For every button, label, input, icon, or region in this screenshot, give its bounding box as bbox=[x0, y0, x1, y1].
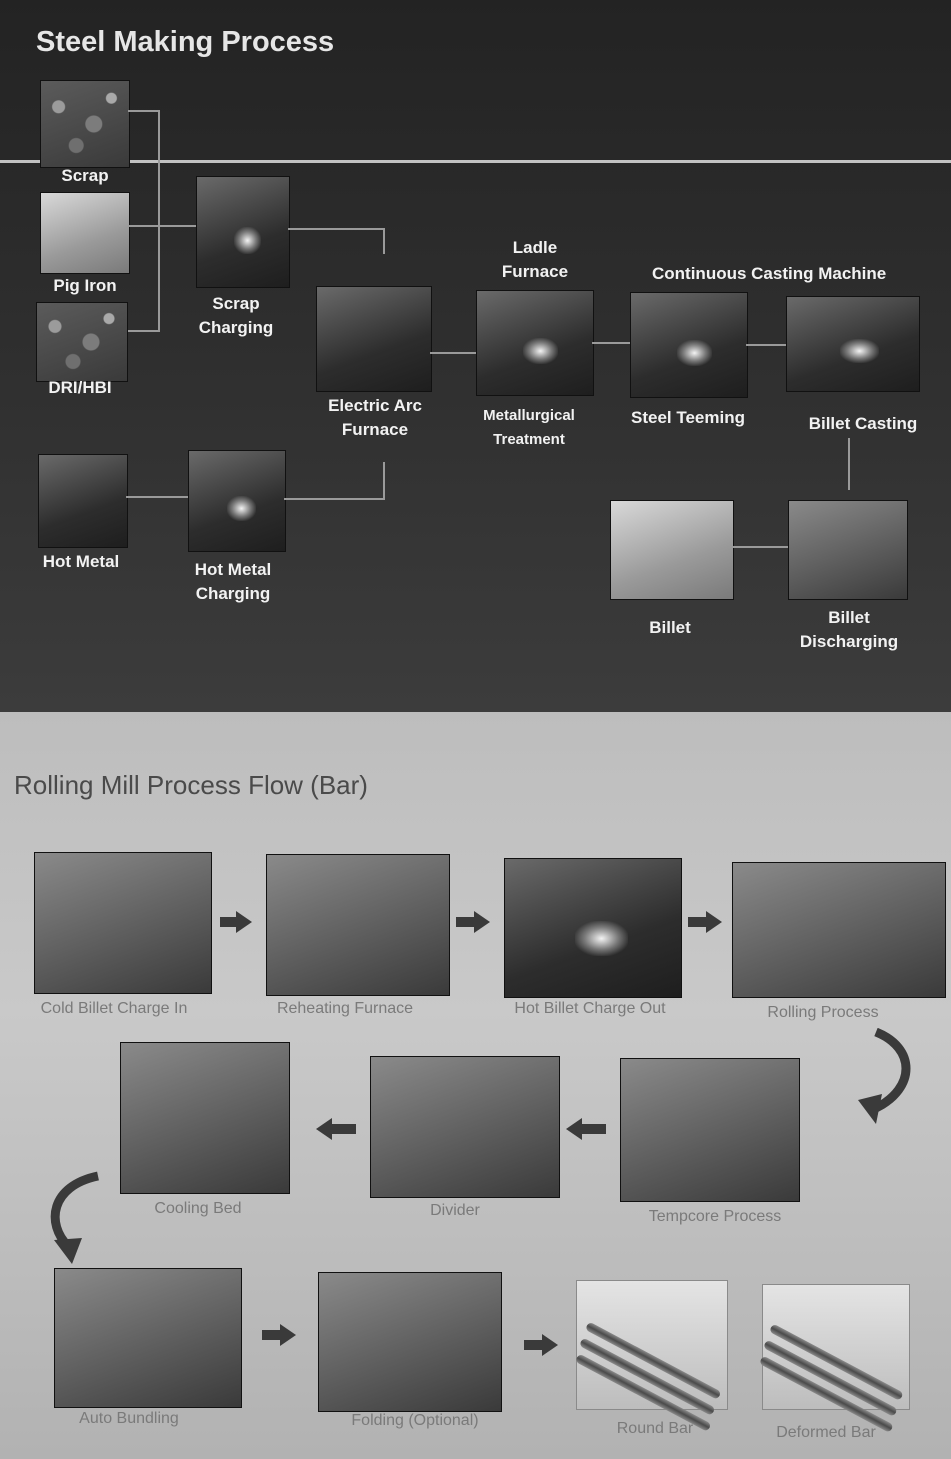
billet-label: Billet bbox=[649, 618, 691, 637]
hot-metal-charging-photo bbox=[188, 450, 286, 552]
arrow-right bbox=[542, 1334, 558, 1356]
arrow-right bbox=[688, 917, 706, 927]
cold-billet-charge-in-photo bbox=[34, 852, 212, 994]
arrow-right bbox=[456, 917, 474, 927]
auto-bundling-photo bbox=[54, 1268, 242, 1408]
pig-iron-label: Pig Iron bbox=[53, 276, 117, 295]
scan-line bbox=[0, 160, 951, 163]
auto-bundling-label: Auto Bundling bbox=[79, 1410, 179, 1427]
curved-arrow-down-icon bbox=[858, 1028, 911, 1124]
hot-billet-charge-out-label: Hot Billet Charge Out bbox=[514, 1000, 666, 1017]
dri-hbi-photo bbox=[36, 302, 128, 382]
reheating-furnace-label: Reheating Furnace bbox=[276, 1000, 414, 1017]
steel-making-title: Steel Making Process bbox=[36, 26, 335, 58]
billet-photo bbox=[610, 500, 734, 600]
cooling-bed-photo bbox=[120, 1042, 290, 1194]
hot-metal-label: Hot Metal bbox=[42, 552, 120, 571]
arrow-right bbox=[220, 917, 236, 927]
scrap-label: Scrap bbox=[61, 166, 109, 185]
continuous-casting-machine-label: Continuous Casting Machine bbox=[652, 264, 887, 283]
connector bbox=[746, 344, 786, 346]
scrap-charging-photo bbox=[196, 176, 290, 288]
electric-arc-furnace-photo bbox=[316, 286, 432, 392]
deformed-bar-label: Deformed Bar bbox=[776, 1424, 876, 1441]
arrow-left bbox=[582, 1124, 606, 1134]
steel-making-panel: Steel Making Process Scrap Pig Iron DRI/… bbox=[0, 0, 951, 712]
round-bar-label: Round Bar bbox=[616, 1420, 694, 1437]
arrow-right bbox=[280, 1324, 296, 1346]
cold-billet-charge-in-label: Cold Billet Charge In bbox=[40, 1000, 188, 1017]
connector bbox=[430, 352, 476, 354]
pig-iron-photo bbox=[40, 192, 130, 274]
arrow-left bbox=[316, 1118, 332, 1140]
connector bbox=[592, 342, 630, 344]
connector bbox=[288, 228, 384, 230]
hot-metal-charging-label: Hot Metal Charging bbox=[194, 560, 272, 603]
ladle-furnace-photo bbox=[476, 290, 594, 396]
arrow-right bbox=[262, 1330, 280, 1340]
divider-photo bbox=[370, 1056, 560, 1198]
metallurgical-treatment-label: Metallurgical Treatment bbox=[483, 407, 575, 448]
rolling-mill-title: Rolling Mill Process Flow (Bar) bbox=[14, 770, 368, 800]
round-bar-photo bbox=[574, 1280, 728, 1432]
bar-rod bbox=[584, 1321, 722, 1400]
arrow-right bbox=[706, 911, 722, 933]
connector bbox=[126, 496, 190, 498]
arrow-left bbox=[332, 1124, 356, 1134]
connector bbox=[732, 546, 788, 548]
connector bbox=[284, 498, 384, 500]
rolling-process-photo bbox=[732, 862, 946, 998]
rolling-process-label: Rolling Process bbox=[767, 1004, 879, 1021]
connector bbox=[848, 438, 850, 490]
arrow-right bbox=[474, 911, 490, 933]
connector bbox=[128, 225, 198, 227]
bar-rod bbox=[758, 1355, 894, 1433]
scrap-charging-label: Scrap Charging bbox=[198, 294, 274, 337]
curved-arrow-down-icon bbox=[50, 1171, 100, 1264]
connector bbox=[383, 462, 385, 500]
steel-teeming-label: Steel Teeming bbox=[631, 408, 745, 427]
connector bbox=[128, 110, 160, 112]
tempcore-process-label: Tempcore Process bbox=[648, 1208, 782, 1225]
ladle-furnace-label: Ladle Furnace bbox=[501, 238, 569, 281]
connector bbox=[158, 110, 160, 332]
arrow-left bbox=[566, 1118, 582, 1140]
hot-billet-charge-out-photo bbox=[504, 858, 682, 998]
steel-teeming-photo bbox=[630, 292, 748, 398]
billet-discharging-photo bbox=[788, 500, 908, 600]
rolling-mill-panel: Rolling Mill Process Flow (Bar) Cold Bil… bbox=[0, 712, 951, 1459]
connector bbox=[383, 228, 385, 254]
reheating-furnace-photo bbox=[266, 854, 450, 996]
folding-optional-label: Folding (Optional) bbox=[351, 1412, 479, 1429]
hot-metal-photo bbox=[38, 454, 128, 548]
dri-hbi-label: DRI/HBI bbox=[48, 378, 112, 397]
billet-casting-label: Billet Casting bbox=[808, 414, 918, 433]
bar-rod bbox=[578, 1337, 716, 1416]
scrap-photo bbox=[40, 80, 130, 168]
electric-arc-furnace-label: Electric Arc Furnace bbox=[328, 396, 422, 439]
tempcore-process-photo bbox=[620, 1058, 800, 1202]
bar-rod bbox=[768, 1323, 904, 1401]
cooling-bed-label: Cooling Bed bbox=[154, 1200, 242, 1217]
arrow-right bbox=[236, 911, 252, 933]
folding-photo bbox=[318, 1272, 502, 1412]
arrow-right bbox=[524, 1340, 542, 1350]
deformed-bar-photo bbox=[758, 1284, 910, 1433]
divider-label: Divider bbox=[430, 1202, 480, 1219]
billet-casting-photo bbox=[786, 296, 920, 392]
connector bbox=[128, 330, 160, 332]
billet-discharging-label: Billet Discharging bbox=[799, 608, 899, 651]
